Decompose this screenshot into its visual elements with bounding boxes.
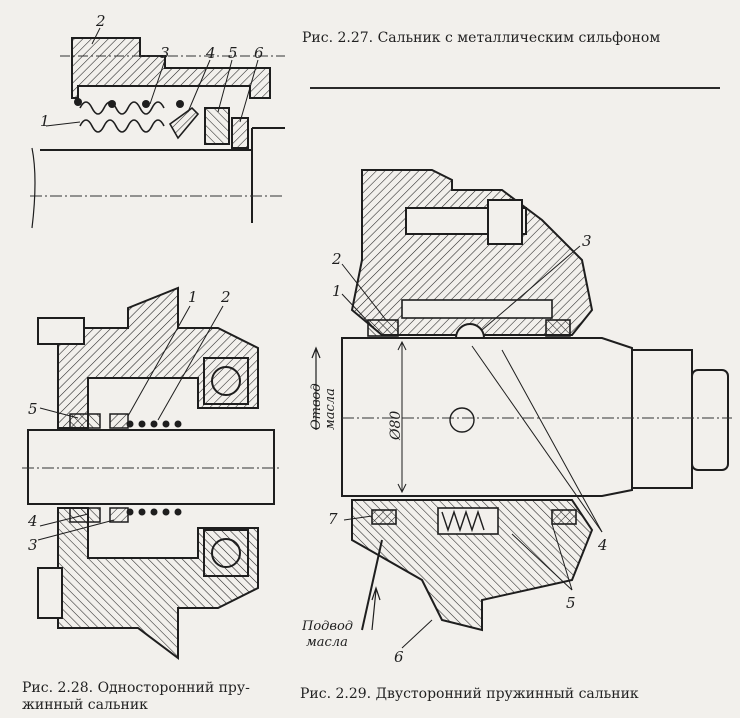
label-4: 4	[27, 512, 38, 530]
caption-figure-2-27: Рис. 2.27. Сальник с металлическим сильф…	[302, 30, 661, 46]
shaft	[341, 337, 633, 497]
label-6: 6	[254, 44, 264, 62]
label-2: 2	[95, 12, 106, 30]
caption-line-2: жинный сальник	[22, 697, 148, 713]
shaft-end	[631, 349, 693, 489]
label-3: 3	[582, 232, 592, 250]
seal-ring-6	[231, 117, 249, 149]
oil-channel	[361, 539, 383, 631]
figure-2-29-two-sided-spring-seal: Ø80 1 2 3 4 5 6 7 Отвод масла	[302, 169, 732, 666]
divider-line	[310, 87, 720, 89]
ring-4	[168, 106, 200, 140]
label-2: 2	[331, 250, 342, 268]
spring-lower	[441, 509, 485, 533]
shaft	[27, 429, 275, 505]
label-1: 1	[332, 282, 342, 300]
bolt-lower	[37, 567, 63, 619]
label-1: 1	[40, 112, 50, 130]
oil-out-arrow	[311, 346, 321, 430]
label-2: 2	[220, 288, 231, 306]
housing-lower	[351, 499, 594, 632]
label-1: 1	[188, 288, 198, 306]
housing	[71, 37, 271, 99]
oil-in-word-2: масла	[306, 635, 348, 650]
spring-coils	[74, 98, 184, 108]
figure-2-27-bellows-seal: 1 2 3 4 5 6	[30, 12, 285, 229]
oil-in-arrow	[371, 586, 381, 631]
label-7: 7	[328, 510, 338, 528]
spring	[126, 420, 182, 516]
caption-figure-2-29: Рис. 2.29. Двусторонний пружинный сальни…	[300, 686, 639, 702]
bolt-upper	[37, 317, 85, 345]
caption-figure-2-28: Рис. 2.28. Односторонний пру- жинный сал…	[22, 680, 292, 714]
label-5: 5	[566, 594, 576, 612]
oil-in-word-1: Подвод	[302, 619, 353, 634]
ring-upper	[109, 413, 129, 429]
bearings	[203, 357, 249, 577]
ring-lower	[109, 507, 129, 523]
housing-lower	[57, 507, 259, 660]
diameter-label: Ø80	[388, 411, 404, 441]
label-5: 5	[28, 400, 38, 418]
label-4: 4	[597, 536, 608, 554]
bellows	[79, 101, 165, 133]
label-4: 4	[205, 44, 216, 62]
label-6: 6	[394, 648, 404, 666]
label-5: 5	[228, 44, 238, 62]
seal-ring-5	[204, 107, 230, 145]
label-3: 3	[28, 536, 38, 554]
figure-2-28-one-sided-spring-seal: 1 2 3 4 5	[22, 286, 280, 660]
caption-line-1: Рис. 2.28. Односторонний пру-	[22, 680, 250, 696]
label-3: 3	[160, 44, 170, 62]
oil-out-word-2: масла	[323, 388, 338, 430]
